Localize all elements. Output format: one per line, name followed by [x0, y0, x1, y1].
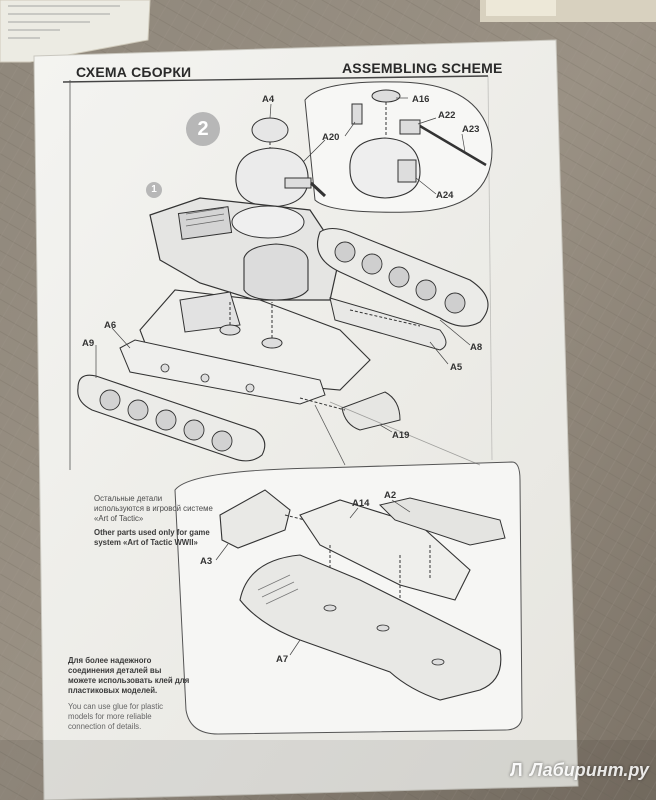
- step-number-badge: 2: [186, 112, 220, 146]
- part-label-a5: A5: [450, 362, 463, 373]
- watermark-text: Лабиринт.ру: [530, 760, 649, 780]
- part-label-a19: A19: [392, 430, 410, 441]
- part-label-a2: A2: [384, 490, 397, 501]
- note-glue-en: You can use glue for plastic models for …: [68, 702, 164, 731]
- part-label-a3: A3: [200, 556, 213, 567]
- part-label-a23: A23: [462, 124, 480, 135]
- watermark-logo: Л: [510, 760, 523, 780]
- part-label-a24: A24: [436, 190, 454, 201]
- header-en-title: ASSEMBLING SCHEME: [342, 60, 503, 76]
- part-label-a14: A14: [352, 498, 370, 509]
- header-ru-title: СХЕМА СБОРКИ: [76, 64, 192, 80]
- sub-step-badge: 1: [146, 182, 162, 198]
- note-other-parts-en: Other parts used only for game system «A…: [94, 528, 210, 547]
- part-label-a8: A8: [470, 342, 483, 353]
- note-glue-ru: Для более надежного соединения деталей в…: [68, 656, 190, 695]
- box-leaflet: [0, 0, 151, 63]
- bracket-a14: [299, 499, 471, 601]
- part-label-a20: A20: [322, 132, 340, 143]
- part-label-a9: A9: [82, 338, 95, 349]
- part-label-a6: A6: [104, 320, 117, 331]
- note-other-parts-ru: Остальные детали используются в игровой …: [94, 494, 213, 523]
- side-frame-left: [119, 339, 326, 405]
- part-label-a22: A22: [438, 110, 456, 121]
- part-label-a4: A4: [262, 94, 275, 105]
- part-label-a7: A7: [276, 654, 289, 665]
- part-label-a16: A16: [412, 94, 430, 105]
